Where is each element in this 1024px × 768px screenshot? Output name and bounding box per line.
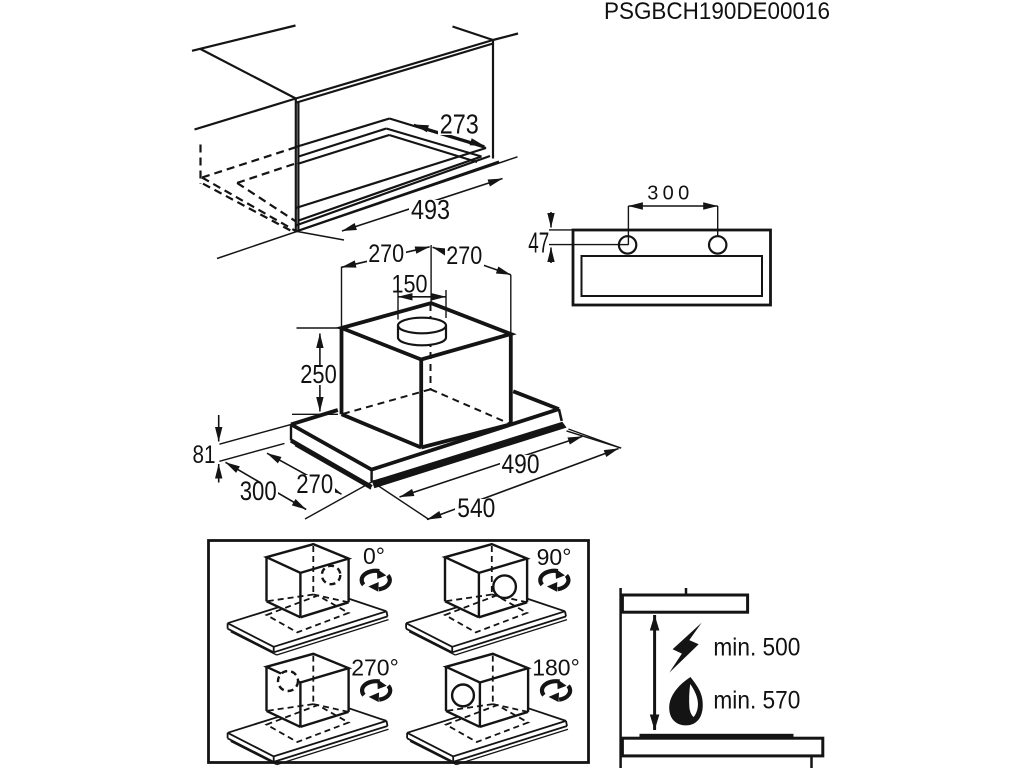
svg-text:0°: 0°: [363, 543, 385, 569]
svg-text:490: 490: [502, 449, 540, 479]
svg-text:270: 270: [446, 242, 482, 270]
svg-text:300: 300: [647, 183, 689, 205]
svg-text:min. 570: min. 570: [713, 687, 800, 715]
svg-text:270: 270: [296, 469, 333, 499]
svg-text:min. 500: min. 500: [713, 634, 800, 662]
svg-text:PSGBCH190DE00016: PSGBCH190DE00016: [604, 0, 830, 25]
svg-text:540: 540: [457, 493, 495, 523]
svg-text:150: 150: [392, 271, 428, 299]
svg-text:250: 250: [300, 359, 337, 389]
svg-text:90°: 90°: [537, 544, 572, 570]
svg-text:81: 81: [193, 441, 216, 469]
svg-text:273: 273: [440, 108, 479, 139]
svg-text:270: 270: [368, 240, 404, 268]
svg-text:47: 47: [528, 227, 549, 259]
svg-text:493: 493: [411, 194, 450, 225]
svg-text:270°: 270°: [351, 655, 399, 681]
svg-text:180°: 180°: [532, 655, 580, 681]
svg-text:300: 300: [240, 476, 277, 506]
